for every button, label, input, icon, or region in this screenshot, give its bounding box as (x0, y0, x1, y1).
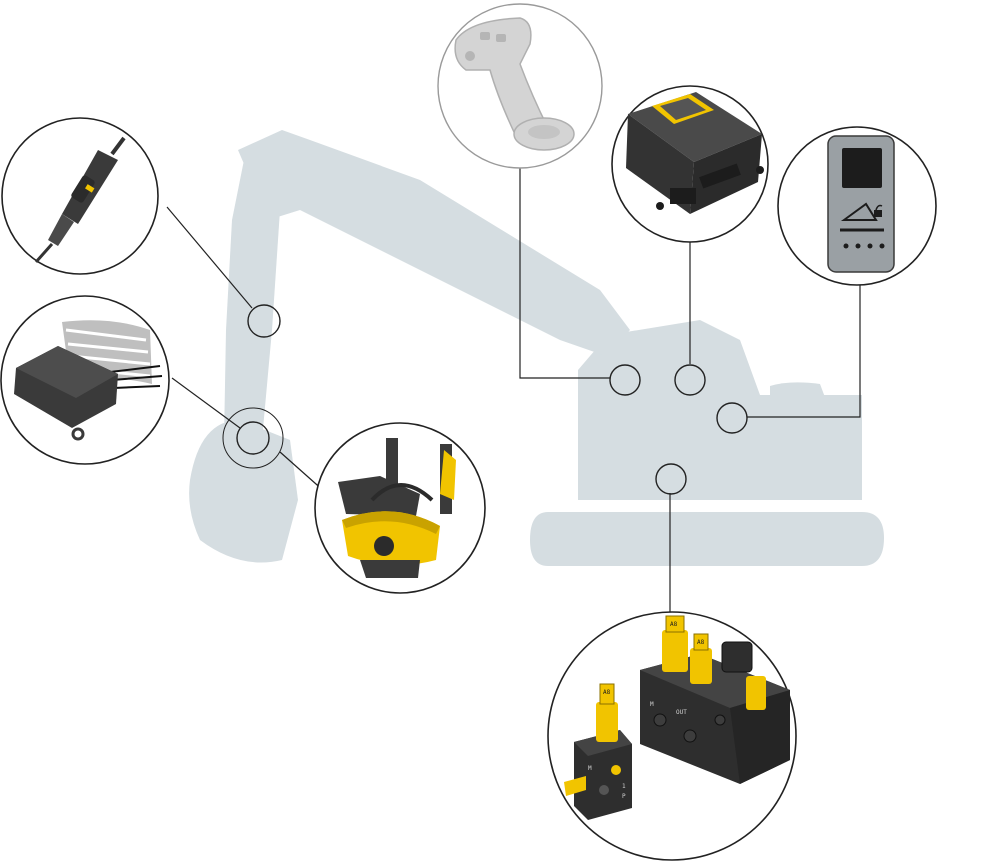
control-unit-icon (626, 92, 764, 214)
port-p-label: P (622, 793, 626, 800)
tiltrotator-coupler[interactable] (314, 422, 486, 594)
hotspot-joystick[interactable] (609, 364, 641, 396)
port-in-label: 1 (622, 783, 626, 790)
line-sensor (166, 206, 253, 309)
hotspot-wiring[interactable] (236, 421, 270, 455)
hotspot-lock-switch[interactable] (716, 402, 748, 434)
hotspot-wiring-outer-ring (222, 407, 284, 469)
lock-switch-icon (827, 135, 895, 273)
excavator-silhouette (189, 130, 884, 566)
sensor-cable-connector[interactable] (1, 117, 159, 275)
sensor-connector-icon (34, 136, 126, 263)
solenoid-tag-left: A8 (603, 689, 611, 696)
hydraulic-valve-block[interactable]: A8 A8 A8 M M OUT 1 P (547, 611, 797, 861)
hotspot-control-unit[interactable] (674, 364, 706, 396)
lock-switch-panel[interactable] (777, 126, 937, 286)
port-marker-main: M (650, 701, 654, 708)
joystick-icon (454, 17, 575, 151)
line-lock-switch (747, 285, 861, 418)
line-joystick (519, 168, 610, 379)
hotspots (222, 304, 748, 495)
port-out-label: OUT (676, 709, 687, 716)
joystick-control[interactable] (437, 3, 603, 169)
wiring-connector-block[interactable] (0, 295, 170, 465)
solenoid-tag-main: A8 (670, 621, 678, 628)
wiring-block-icon (14, 320, 163, 441)
hotspot-sensor[interactable] (247, 304, 281, 338)
control-unit[interactable] (611, 85, 769, 243)
solenoid-tag-second: A8 (697, 639, 705, 646)
port-marker-left: M (588, 765, 592, 772)
tiltrotator-icon (338, 438, 456, 578)
hydraulic-valve-icon (564, 615, 790, 820)
hotspot-hydraulic[interactable] (655, 463, 687, 495)
